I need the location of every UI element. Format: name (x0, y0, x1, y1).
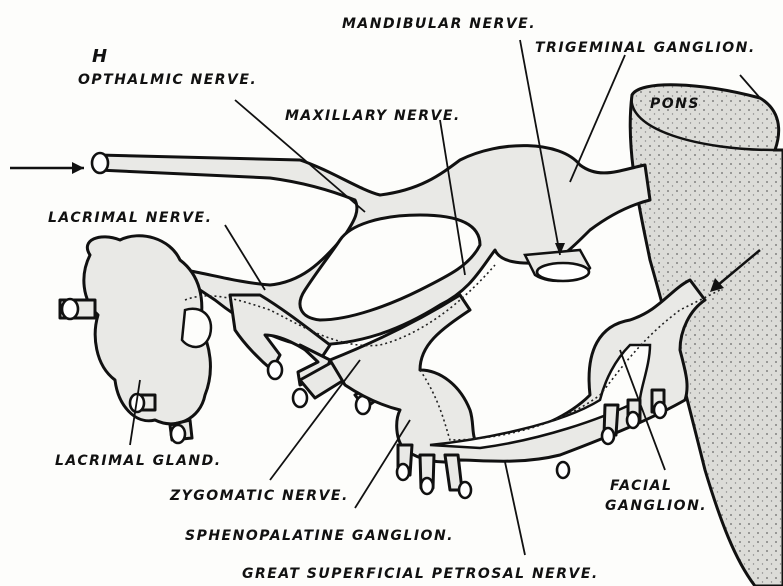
ophthalmic-nerve-label: OPTHALMIC NERVE. (78, 72, 257, 88)
mandibular-stump (525, 250, 590, 281)
lacrimal-gland-label: LACRIMAL GLAND. (55, 453, 222, 469)
sphenopalatine-ganglion-label: SPHENOPALATINE GANGLION. (185, 528, 454, 544)
mandibular-nerve-label: MANDIBULAR NERVE. (342, 16, 536, 32)
maxillary-nerve-label: MAXILLARY NERVE. (285, 108, 461, 124)
zygomatic-nerve-label: ZYGOMATIC NERVE. (169, 488, 349, 504)
trigeminal-ganglion-label: TRIGEMINAL GANGLION. (535, 40, 756, 56)
great-superficial-petrosal-nerve-label: GREAT SUPERFICIAL PETROSAL NERVE. (242, 566, 599, 582)
facial-ganglion-label-line2: GANGLION. (605, 498, 707, 514)
lacrimal-nerve-label: LACRIMAL NERVE. (48, 210, 212, 226)
facial-ganglion-label-line1: FACIAL (610, 478, 672, 494)
pons-label: PONS (650, 96, 700, 112)
ophthalmic-stump (10, 153, 108, 174)
ophthalmic-mark: H (92, 46, 109, 67)
